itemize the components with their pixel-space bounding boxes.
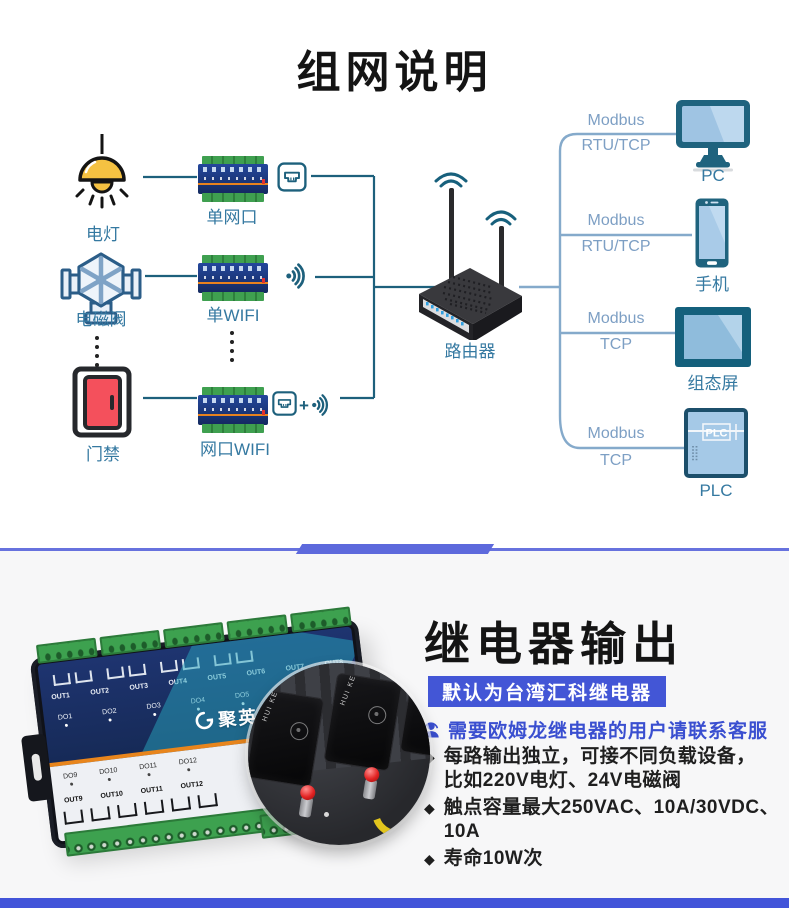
brand-logo: 聚英电子 [194,699,299,734]
relay-default-badge: 默认为台湾汇科继电器 [428,676,667,707]
red-led [362,778,378,800]
door-access-icon [72,366,132,438]
relay-closeup-magnifier: HUI KE HUI KE [248,663,430,845]
protocol-mode: TCP [600,336,632,353]
router-icon [419,172,522,340]
phone-icon [695,198,729,268]
list-item: ◆ 触点容量最大250VAC、10A/30VDC、10A [424,797,780,842]
target-label-hmi: 组态屏 [687,374,739,393]
relay-component: HUI KE [248,688,325,788]
target-label-pc: PC [701,166,725,185]
ethernet-port-icon [277,162,307,192]
protocol-label: Modbus [587,212,645,229]
target-label-plc: PLC [699,481,733,500]
relay-feature-list: ◆ 每路输出独立，可接不同负载设备， 比如220V电灯、24V电磁阀 ◆ 触点容… [424,745,784,874]
bullet-marker: ◆ [424,851,435,867]
ellipsis-dots-left [95,336,99,367]
pc-monitor-icon [676,100,750,172]
device-board-ethernet-wifi [198,387,268,433]
protocol-mode: RTU/TCP [581,137,651,154]
ethernet-port-icon [272,391,297,416]
device-board-wifi [198,255,268,301]
red-led [298,796,314,818]
device-label-wifi: 单WIFI [206,306,260,325]
protocol-mode: RTU/TCP [581,238,651,255]
connector-lines [143,132,692,450]
ellipsis-dots-middle [230,331,234,362]
source-label-door: 门禁 [86,445,120,464]
white-dot [324,812,329,817]
target-label-phone: 手机 [695,275,729,294]
contact-support-note: 需要欧姆龙继电器的用户请联系客服 [421,716,768,743]
svg-text:PLC: PLC [706,428,728,440]
relay-section-title: 继电器输出 [424,618,684,670]
source-label-lamp: 电灯 [86,225,120,244]
protocol-label: Modbus [587,425,645,442]
list-item: ◆ 寿命10W次 [424,848,543,869]
device-board-ethernet [198,156,268,202]
source-label-valve: 电磁阀 [75,310,127,329]
solenoid-valve-icon [60,252,142,325]
plc-icon: PLC [684,408,748,478]
page-bottom-bar [0,898,789,908]
device-label-ethernet: 单网口 [206,208,258,227]
wifi-signal-icon [286,263,305,289]
protocol-label: Modbus [587,310,645,327]
relay-component: HUI KE [323,672,403,772]
router-label: 路由器 [444,342,496,361]
protocol-mode: TCP [600,452,632,469]
plus-sign: + [299,396,309,415]
hmi-screen-icon [675,307,751,367]
device-label-ethernet-wifi: 网口WIFI [200,440,270,459]
wifi-signal-icon [312,394,329,416]
brand-logo-icon [195,711,214,730]
lamp-icon [75,134,129,209]
bullet-marker: ◆ [424,800,435,816]
list-item: ◆ 每路输出独立，可接不同负载设备， 比如220V电灯、24V电磁阀 [424,745,784,793]
contact-support-text: 需要欧姆龙继电器的用户请联系客服 [448,721,769,742]
protocol-label: Modbus [587,112,645,129]
section-divider-bar [295,544,495,554]
network-section-title: 组网说明 [296,48,493,97]
